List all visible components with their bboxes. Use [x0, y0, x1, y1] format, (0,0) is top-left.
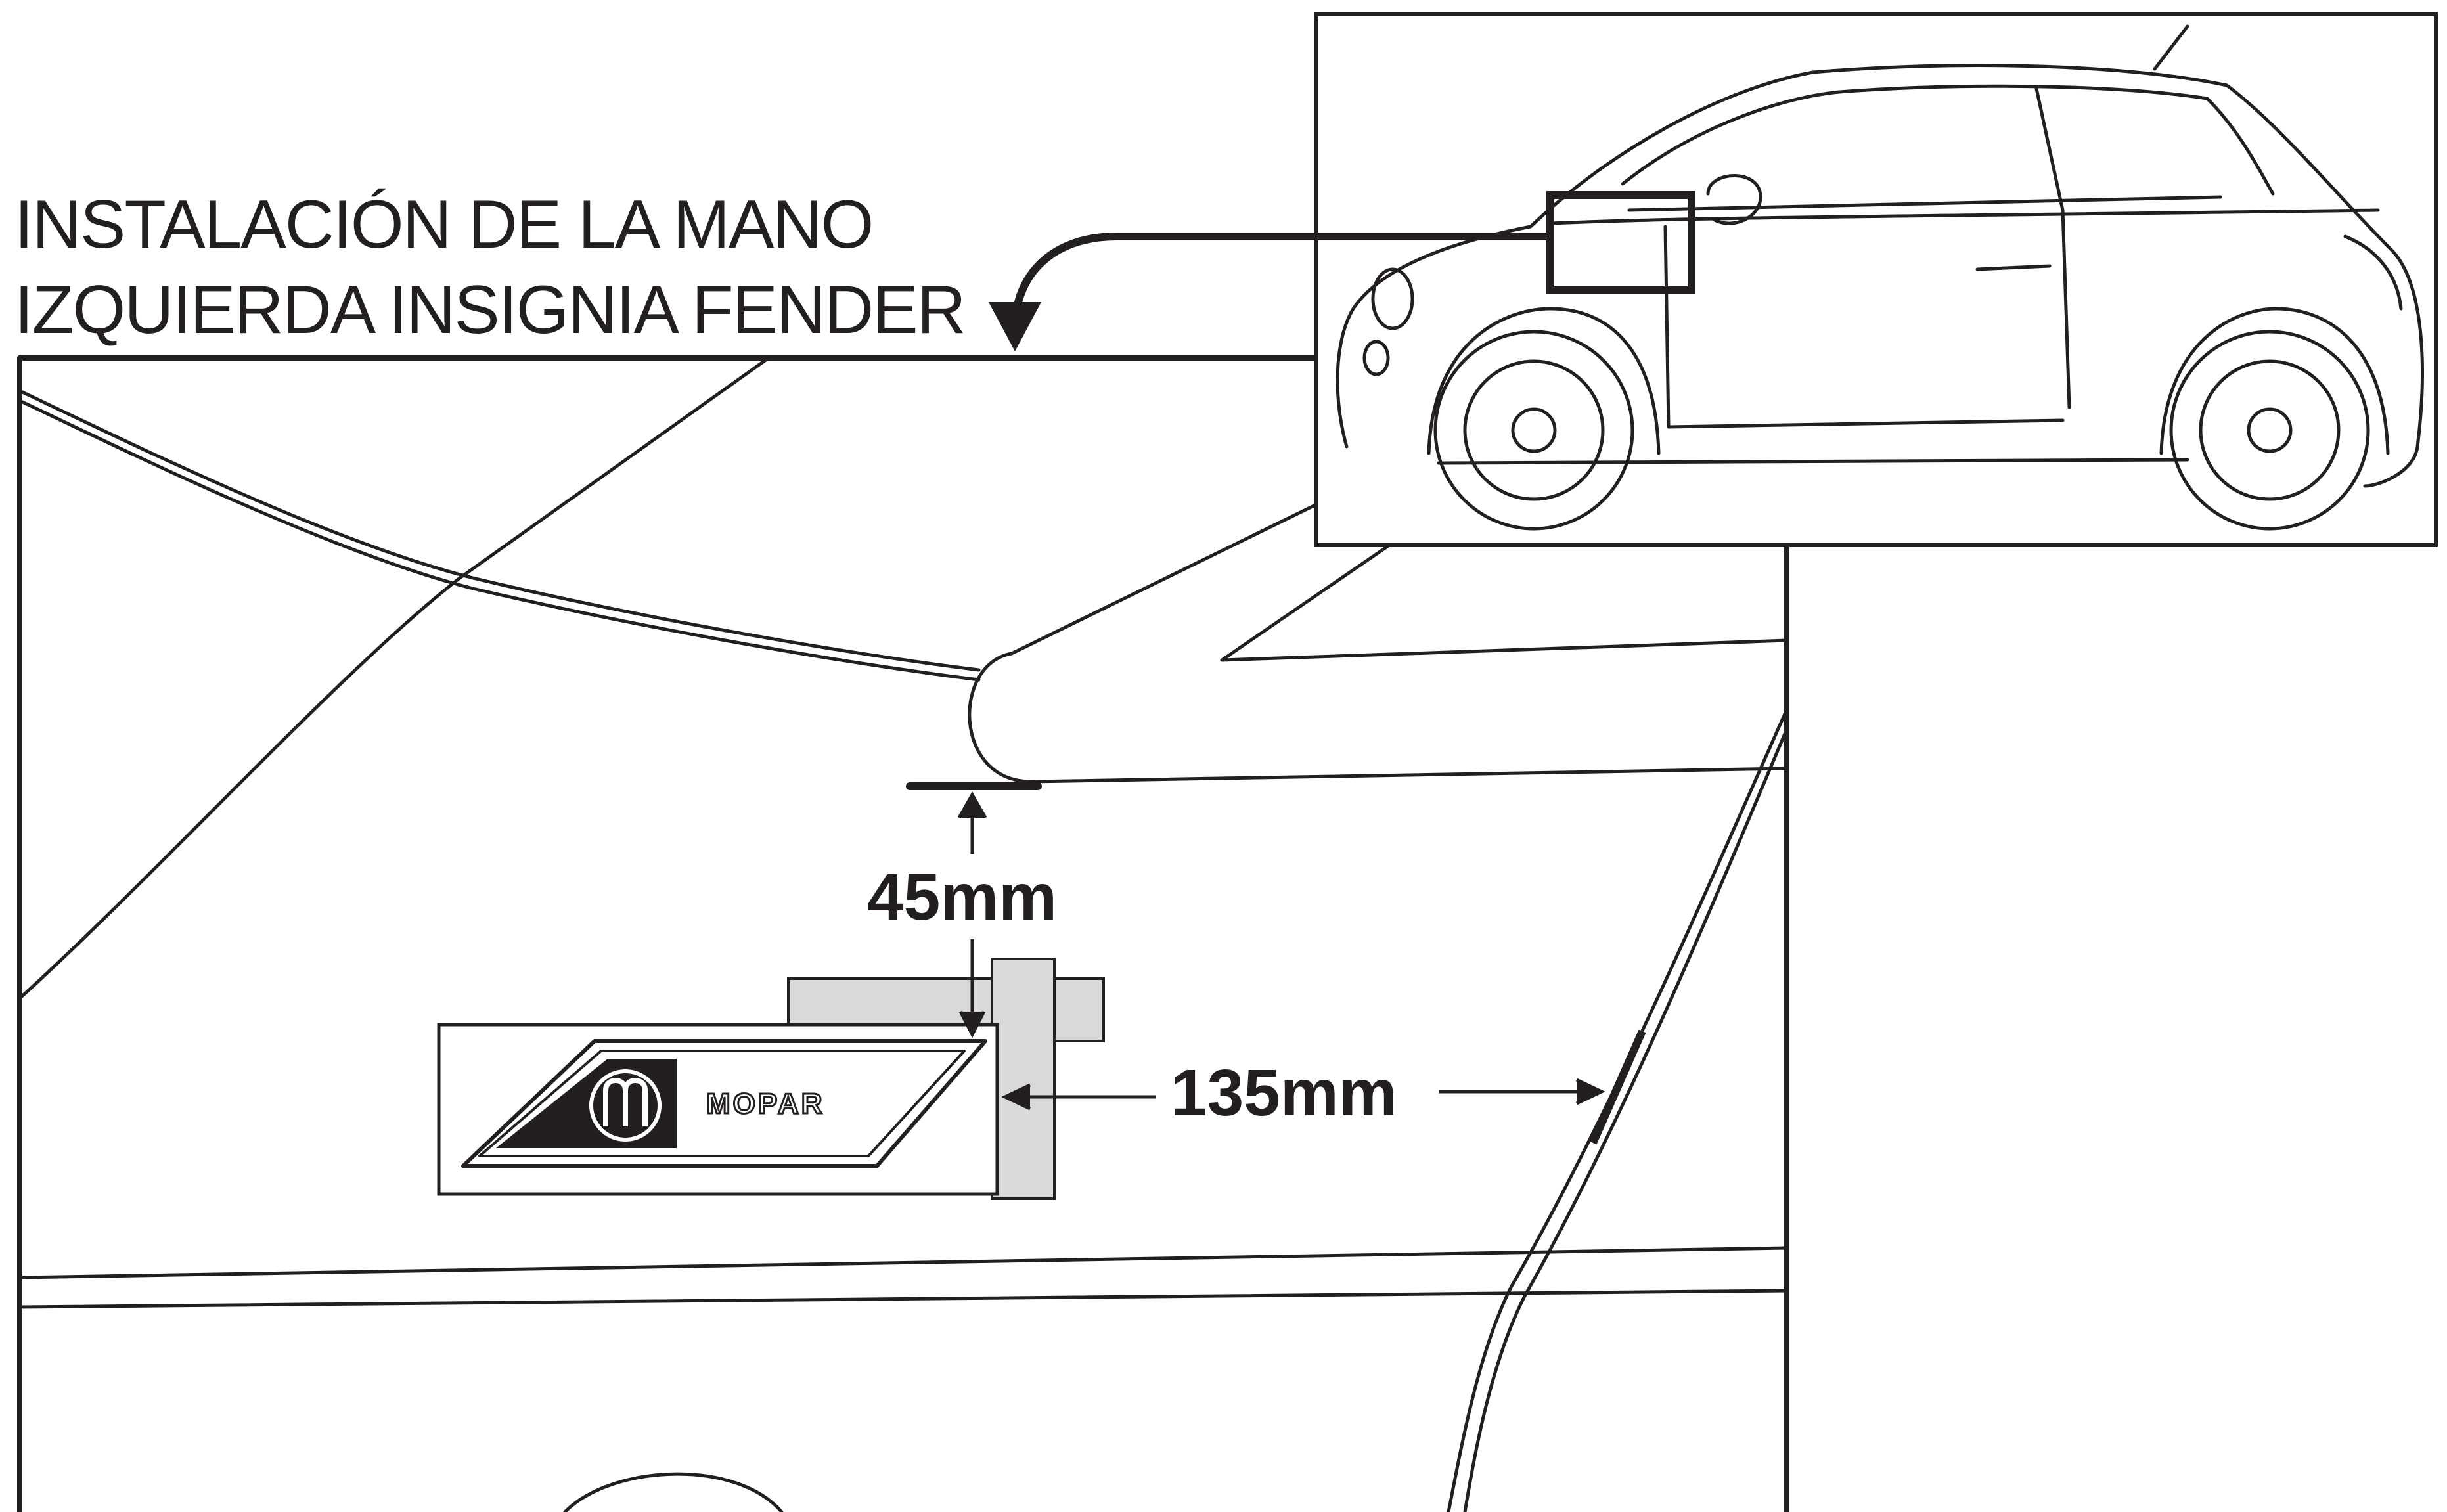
- a-pillar-line: [18, 576, 462, 1000]
- car-inset: [1314, 12, 2438, 547]
- dimension-45mm-label: 45mm: [867, 860, 1057, 934]
- body-crease-line: [18, 1246, 1789, 1279]
- dimension-135mm-label: 135mm: [1171, 1056, 1397, 1130]
- car-rocker: [1437, 458, 2189, 465]
- car-roof-inner: [1621, 84, 2275, 196]
- rear-hub: [2247, 407, 2293, 453]
- door-edge-marker: [1589, 1029, 1646, 1145]
- car-window-line: [1627, 195, 2222, 212]
- inset-frame: [1314, 12, 2438, 547]
- hood-crease-line: [18, 389, 981, 672]
- door-edge-line-2: [1463, 727, 1789, 1512]
- front-tire: [1433, 330, 1634, 531]
- car-fog-light: [1362, 340, 1390, 376]
- hood-crease-line-2: [18, 399, 981, 682]
- car-mirror: [1706, 174, 1762, 225]
- badge-brand-text: MOPAR: [706, 1088, 825, 1120]
- car-headlight: [1371, 267, 1414, 330]
- front-wheel: [1433, 330, 1634, 531]
- dimension-arrows: [957, 791, 1646, 1145]
- callout-arrow-head: [989, 302, 1041, 351]
- car-belt-line: [1548, 208, 2380, 225]
- mirror-base-bottom: [1029, 767, 1789, 784]
- arrow-135-right-head: [1575, 1078, 1605, 1105]
- front-hub: [1511, 407, 1557, 453]
- car-taillight: [2343, 234, 2403, 311]
- mopar-m-logo: [589, 1069, 662, 1142]
- rear-wheel-arch: [2159, 307, 2390, 455]
- logo-m: [603, 1078, 648, 1126]
- title-line-1: INSTALACIÓN DE LA MANO: [14, 187, 874, 263]
- rear-wheel: [2169, 330, 2370, 531]
- windshield-line: [458, 356, 771, 580]
- rear-tire: [2169, 330, 2370, 531]
- arrow-45-down-head: [958, 1010, 986, 1038]
- car-body: [1336, 64, 2424, 488]
- badge-location-box: [1546, 191, 1695, 294]
- front-wheel-arch: [1427, 307, 1661, 455]
- arrow-135-left-head: [1001, 1083, 1031, 1111]
- title-line-2: IZQUIERDA INSIGNIA FENDER: [14, 272, 966, 348]
- wheel-arch: [563, 1472, 784, 1512]
- rear-rim: [2199, 359, 2341, 501]
- mirror-base-outline: [968, 504, 1316, 784]
- detail-frame: [17, 355, 1789, 1512]
- detail-view: [17, 355, 1789, 1512]
- tape-vertical: [991, 958, 1056, 1200]
- car-antenna: [2153, 24, 2189, 71]
- arrow-45-up-head: [957, 791, 987, 819]
- car-door-handle: [1975, 264, 2052, 271]
- car-b-pillar: [2034, 87, 2071, 409]
- front-rim: [1463, 359, 1605, 501]
- callout-arrow: [989, 233, 1554, 351]
- badge-inner-outline: [478, 1050, 966, 1157]
- mopar-badge: MOPAR: [461, 1039, 987, 1168]
- mirror-triangle: [1220, 543, 1789, 662]
- door-edge-line: [1447, 707, 1789, 1512]
- body-crease-line-2: [18, 1289, 1789, 1309]
